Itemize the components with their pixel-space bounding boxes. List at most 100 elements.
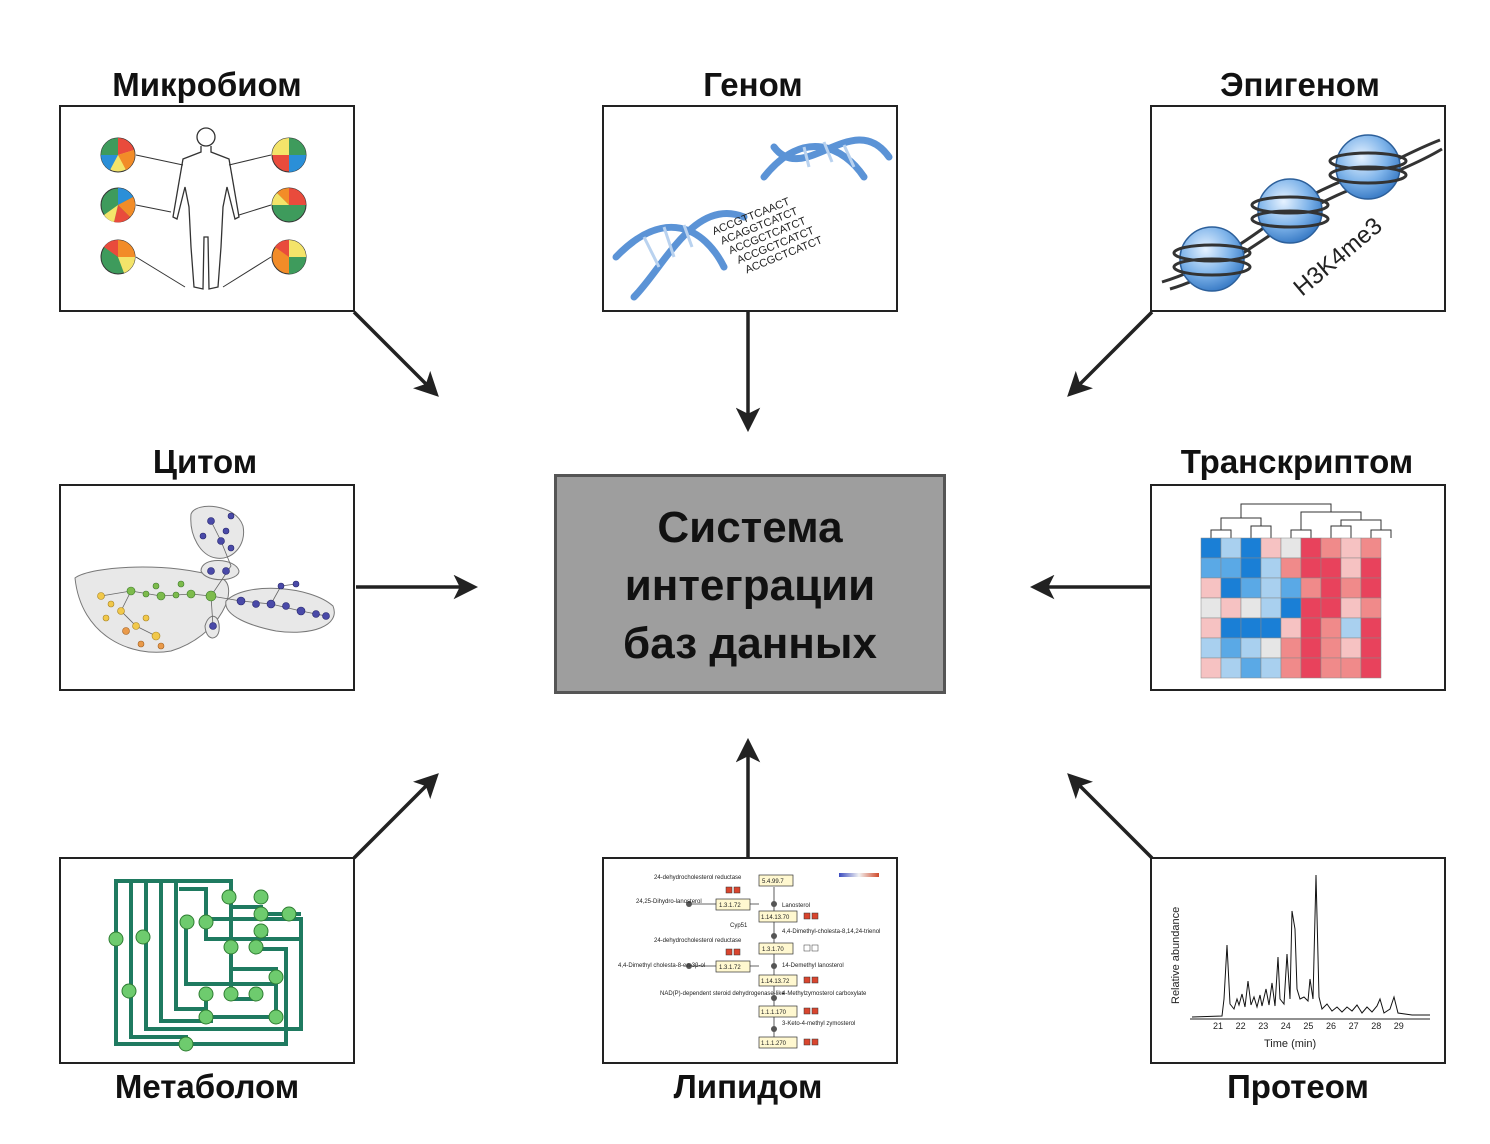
microbiome-pie-right-2 [271,187,307,223]
genome-label: Геном [703,66,803,103]
svg-text:4,4-Dimethyl-cholesta-8,14,24-: 4,4-Dimethyl-cholesta-8,14,24-trienol [782,929,880,935]
compound-labels: 24-dehydrocholesterol reductase 24,25-Di… [618,875,880,1027]
chromatogram-xlabel: Time (min) [1264,1038,1316,1050]
svg-text:24-dehydrocholesterol reductas: 24-dehydrocholesterol reductase [654,938,742,944]
heatmap-cell [1300,617,1322,639]
heatmap-cell [1260,577,1282,599]
cytome-label: Цитом [152,443,258,480]
heatmap-cell [1220,557,1242,579]
heatmap-cell [1200,597,1222,619]
heatmap-grid [1200,537,1382,679]
heatmap-cell [1200,637,1222,659]
arrow-proteome [1067,773,1154,860]
microbiome-pie-left-1 [100,137,136,173]
dendrogram [1210,503,1392,538]
dna-illustration: ACCGTTCAACT ACAGGTCATCT ACCGCTCATCT ACCG… [612,136,893,301]
heatmap-cell [1220,597,1242,619]
svg-text:24-dehydrocholesterol reductas: 24-dehydrocholesterol reductase [654,875,742,881]
heatmap-cell [1280,577,1302,599]
nucleosome-illustration: H3K4me3 [1161,134,1443,302]
heatmap-illustration [1200,503,1392,679]
heatmap-cell [1360,557,1382,579]
heatmap-cell [1220,537,1242,559]
heatmap-cell [1340,537,1362,559]
heatmap-cell [1340,637,1362,659]
color-scale-legend [839,873,879,877]
svg-text:NAD(P)-dependent steroid dehyd: NAD(P)-dependent steroid dehydrogenase-l… [660,991,785,997]
microbiome-panel [59,105,355,312]
heatmap-cell [1280,637,1302,659]
svg-text:4,4-Dimethyl cholesta-8-en-3β-: 4,4-Dimethyl cholesta-8-en-3β-ol [618,963,705,969]
heatmap-cell [1320,617,1342,639]
chromatogram-tick-label: 29 [1394,1021,1404,1031]
integration-system-box: Система интеграции баз данных [554,474,946,694]
heatmap-cell [1300,537,1322,559]
heatmap-cell [1300,577,1322,599]
heatmap-cell [1340,557,1362,579]
chromatogram-tick-label: 26 [1326,1021,1336,1031]
human-body-icon [172,127,240,290]
heatmap-cell [1280,557,1302,579]
heatmap-cell [1200,557,1222,579]
microbiome-pie-right-1 [271,137,307,173]
heatmap-cell [1320,637,1342,659]
nucleosome-icon-3 [1328,134,1408,200]
heatmap-cell [1300,637,1322,659]
heatmap-cell [1360,657,1382,679]
metabolite-nodes [108,889,297,1052]
heatmap-cell [1360,597,1382,619]
epigenome-panel: H3K4me3 [1150,105,1446,312]
heatmap-cell [1360,577,1382,599]
heatmap-cell [1200,657,1222,679]
microbiome-label: Микробиом [112,66,302,103]
svg-text:4-Methylzymosterol carboxylate: 4-Methylzymosterol carboxylate [782,991,867,997]
metabolome-panel [59,857,355,1064]
integration-system-title: Система интеграции баз данных [623,503,877,668]
heatmap-cell [1320,557,1342,579]
heatmap-cell [1360,617,1382,639]
arrow-microbiome [352,310,439,397]
chromatogram-tick-label: 21 [1213,1021,1223,1031]
microbiome-pie-left-3 [100,239,136,275]
microbiome-illustration [100,127,307,290]
heatmap-cell [1240,597,1262,619]
transcriptome-panel [1150,484,1446,691]
heatmap-cell [1200,617,1222,639]
svg-text:1.3.1.70: 1.3.1.70 [762,947,784,953]
svg-text:24,25-Dihydro-lanosterol: 24,25-Dihydro-lanosterol [636,899,702,905]
heatmap-cell [1220,657,1242,679]
nucleosome-icon-1 [1172,226,1252,292]
heatmap-cell [1260,637,1282,659]
heatmap-cell [1360,637,1382,659]
heatmap-cell [1240,617,1262,639]
genome-panel: ACCGTTCAACT ACAGGTCATCT ACCGCTCATCT ACCG… [602,105,898,312]
chromatogram-tick-label: 25 [1303,1021,1313,1031]
heatmap-cell [1220,577,1242,599]
heatmap-cell [1280,657,1302,679]
metabolome-label: Метаболом [114,1068,300,1105]
heatmap-cell [1340,657,1362,679]
svg-text:5.4.99.7: 5.4.99.7 [762,879,784,885]
dna-sequence-block: ACCGTTCAACT ACAGGTCATCT ACCGCTCATCT ACCG… [711,196,825,277]
heatmap-cell [1240,557,1262,579]
heatmap-cell [1240,637,1262,659]
microbiome-pie-left-2 [100,187,136,223]
heatmap-cell [1260,537,1282,559]
heatmap-cell [1340,577,1362,599]
chromatogram-trace [1191,874,1430,1018]
cell-network-illustration [74,505,335,653]
arrow-epigenome [1067,310,1154,397]
chromatogram-tick-label: 24 [1281,1021,1291,1031]
svg-text:1.14.13.70: 1.14.13.70 [761,915,790,921]
heatmap-cell [1220,637,1242,659]
heatmap-cell [1240,577,1262,599]
arrow-metabolome [352,773,439,860]
svg-text:1.1.1.270: 1.1.1.270 [761,1041,787,1047]
heatmap-cell [1260,617,1282,639]
expression-squares [725,886,819,1046]
svg-text:1.14.13.72: 1.14.13.72 [761,979,790,985]
